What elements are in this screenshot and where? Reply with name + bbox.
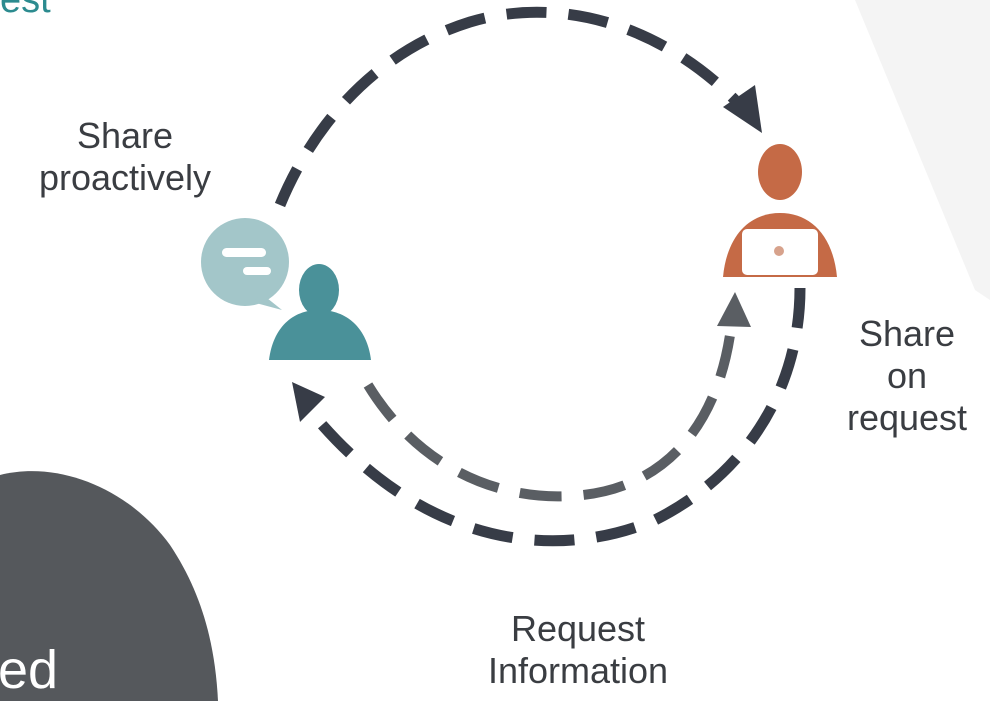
person-laptop-icon [723, 144, 837, 277]
outer-arrow-top [274, 6, 739, 208]
heading-fragment: est [0, 0, 51, 21]
label-request-information-line2: Information [487, 650, 669, 691]
label-share-on-request-line1: Share [858, 313, 956, 354]
circle-text-fragment: led [0, 640, 59, 700]
label-request-information: Request Information [448, 608, 708, 692]
label-share-proactively-line1: Share [76, 115, 174, 156]
person-teal-icon [269, 264, 371, 360]
label-request-information-line1: Request [510, 608, 646, 649]
speech-bubble-icon [201, 218, 289, 310]
arrowhead-bottom-left [292, 382, 325, 422]
inner-arrow-request [363, 319, 737, 502]
outer-arrow-bottom [313, 287, 806, 547]
label-share-on-request-line2: on [886, 355, 928, 396]
arrowhead-top-right [723, 85, 762, 133]
label-share-proactively: Share proactively [10, 115, 240, 199]
background-panel [855, 0, 990, 300]
label-share-on-request-line3: request [846, 397, 968, 438]
dark-circle-shape [0, 471, 218, 701]
label-share-proactively-line2: proactively [38, 157, 212, 198]
arrowhead-inner-up [717, 292, 751, 327]
label-share-on-request: Share on request [832, 313, 982, 439]
